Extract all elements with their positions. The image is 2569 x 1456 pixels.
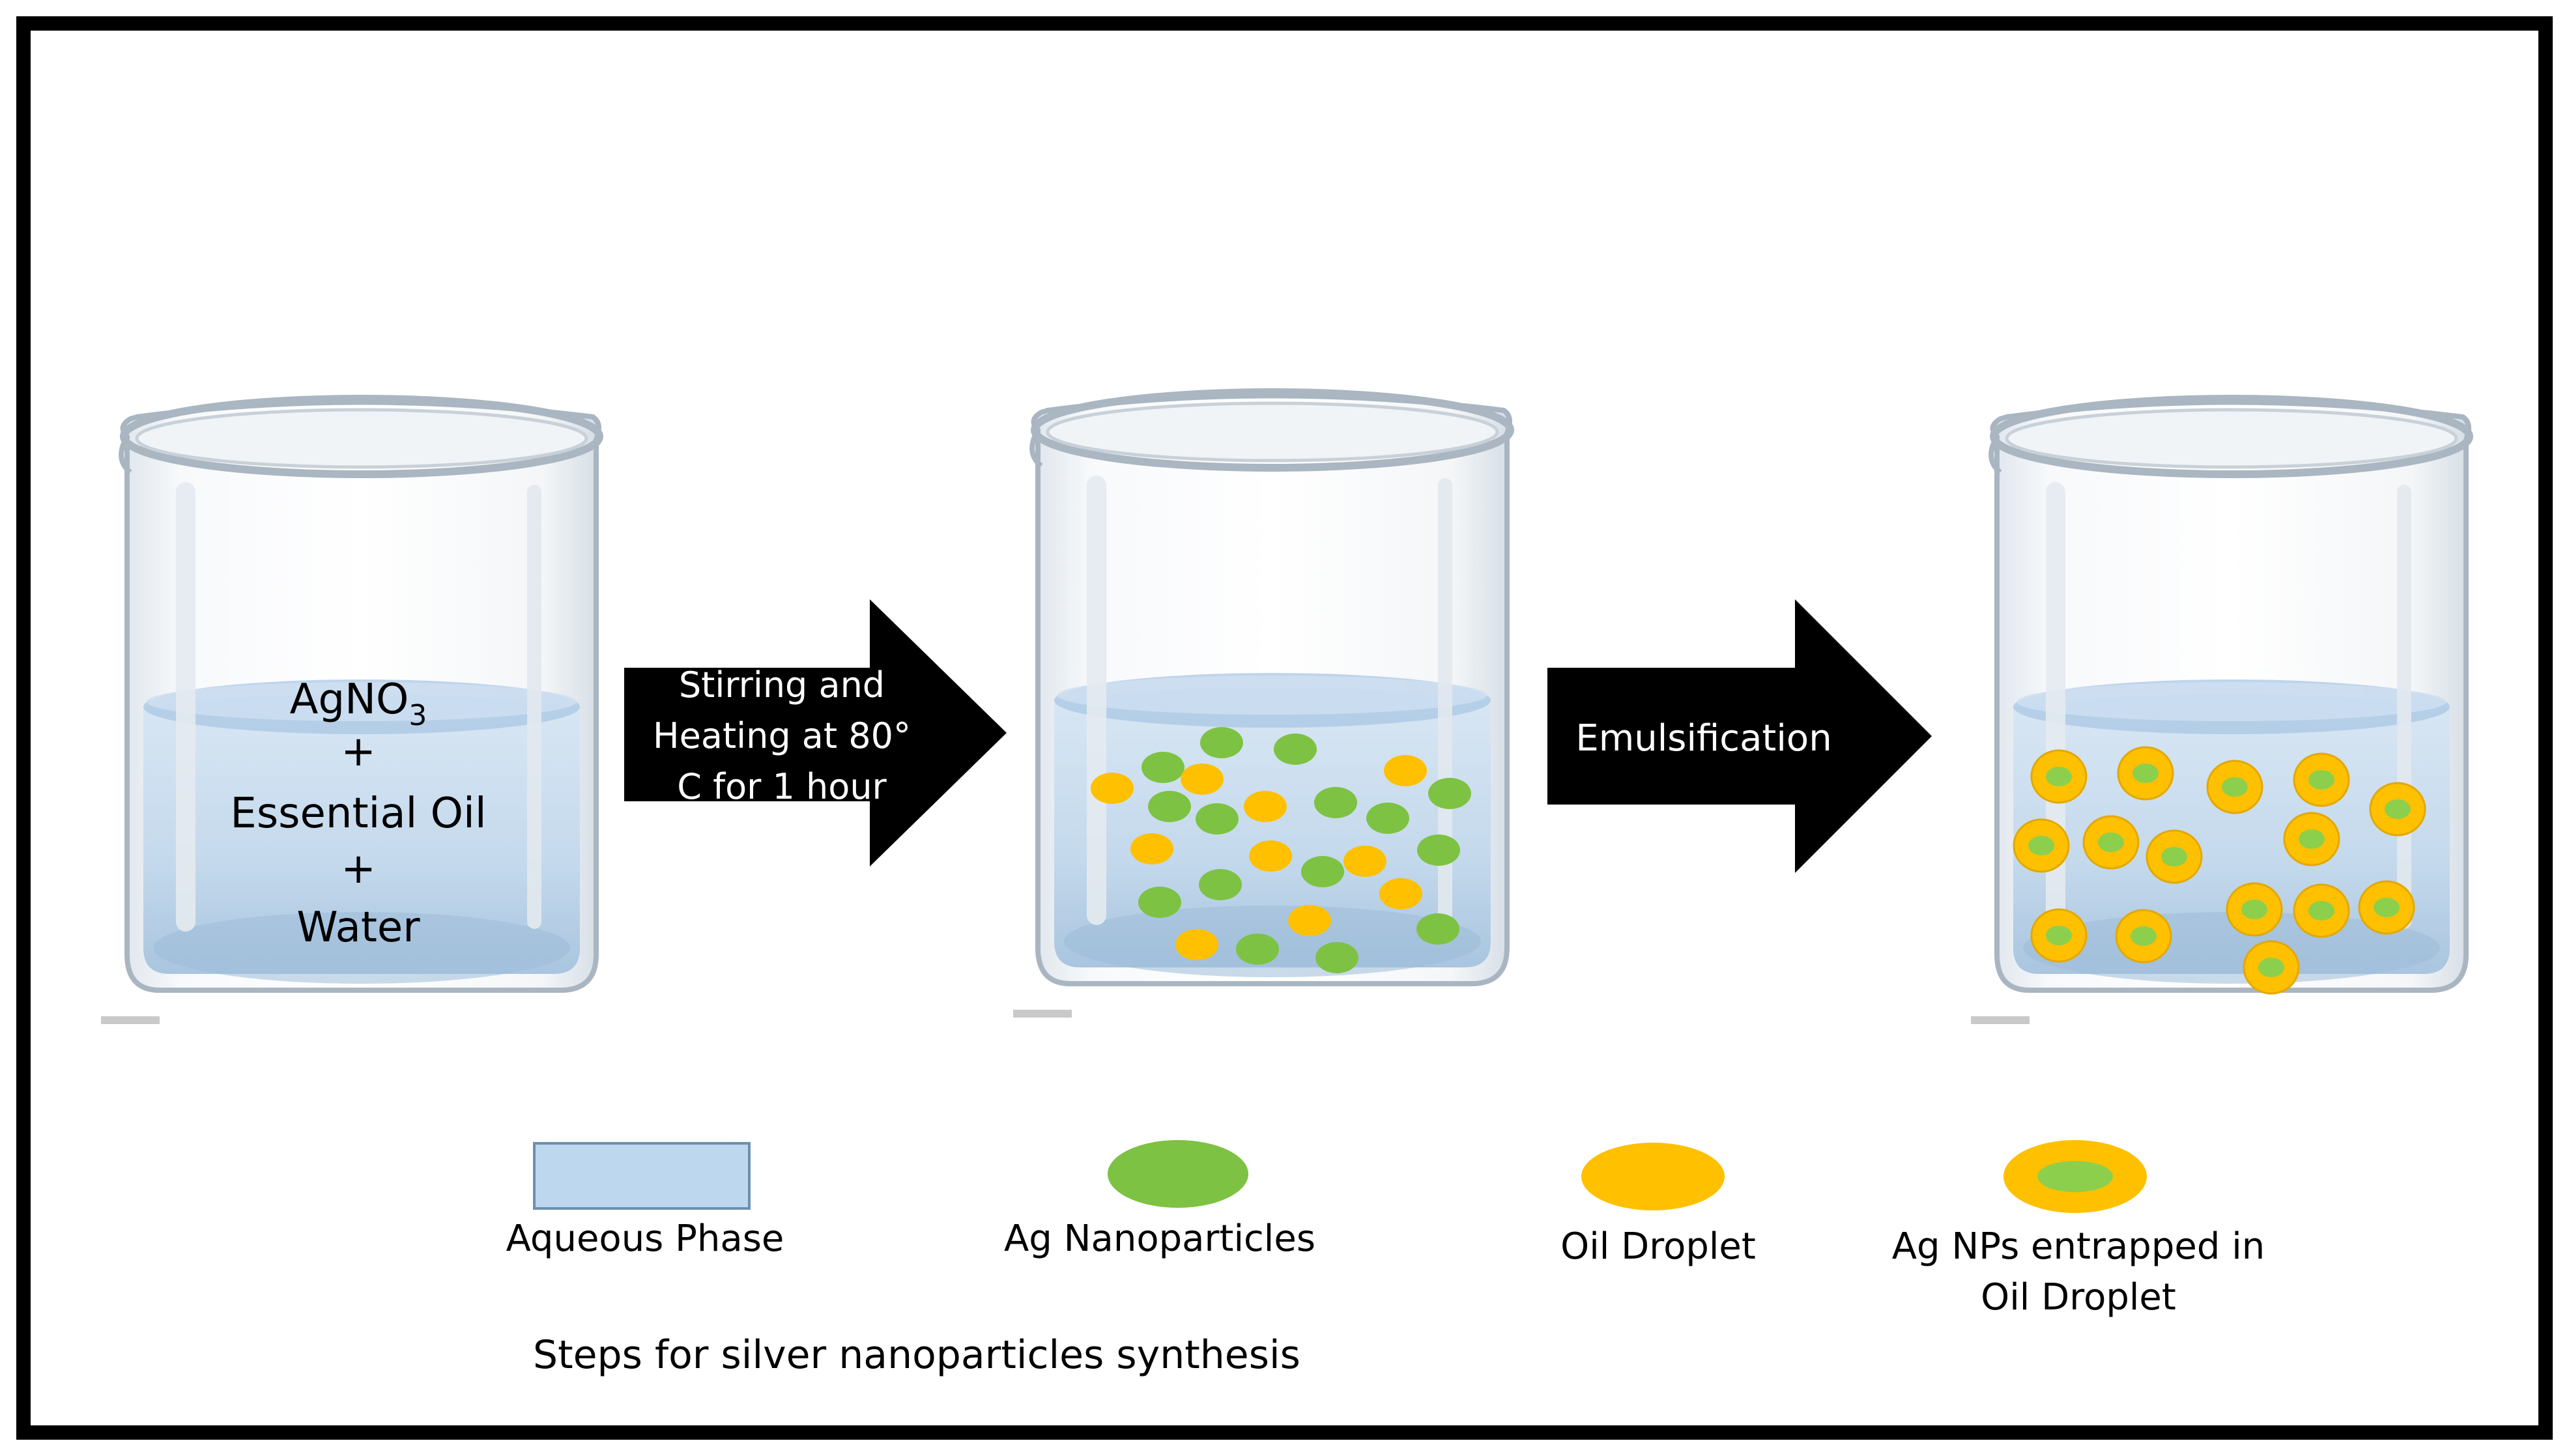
entrapped-droplet <box>2030 749 2088 804</box>
entrapped-droplet <box>2013 818 2070 873</box>
arrow-2 <box>1547 599 1932 873</box>
arrow-1-line-3: C for 1 hour <box>677 766 887 807</box>
ag-nanoparticle <box>1366 803 1409 834</box>
entrapped-droplet <box>2369 782 2426 836</box>
oil-droplet <box>1130 833 1173 864</box>
oil-droplet <box>1244 791 1287 822</box>
ag-nanoparticle <box>1314 787 1357 818</box>
ag-nanoparticle <box>1141 752 1184 783</box>
ag-nanoparticle <box>1199 869 1242 900</box>
water-label: Water <box>296 904 420 952</box>
entrapped-droplet <box>2082 815 2140 870</box>
beaker-1-scale-mark <box>101 1016 160 1024</box>
arrow-1 <box>624 599 1007 866</box>
oil-droplet <box>1384 755 1427 786</box>
legend-ag-label: Ag Nanoparticles <box>1004 1218 1315 1260</box>
arrow-2-label: Emulsification <box>1575 717 1831 760</box>
formula-agno: AgNO <box>290 676 409 724</box>
legend-oil-swatch <box>1581 1143 1725 1210</box>
oil-droplet <box>1343 846 1386 877</box>
ag-nanoparticle <box>1417 835 1460 866</box>
entrapped-droplet <box>2226 882 2283 937</box>
entrapped-droplet <box>2117 746 2174 801</box>
entrapped-droplet <box>2115 909 2172 964</box>
beaker-3-particles <box>2013 746 2426 995</box>
oil-droplet <box>1181 764 1224 795</box>
beaker-2 <box>1032 392 1510 984</box>
ag-nanoparticle <box>1416 913 1459 945</box>
ag-nanoparticle <box>1428 778 1471 809</box>
oil-droplet <box>1288 905 1331 936</box>
ag-nanoparticle <box>1301 856 1344 887</box>
oil-droplet <box>1091 773 1134 804</box>
legend-ag-swatch <box>1108 1140 1248 1208</box>
ag-nanoparticle <box>1138 887 1181 918</box>
legend-aqueous-label: Aqueous Phase <box>506 1218 784 1260</box>
beaker-2-particles <box>1091 727 1471 973</box>
beaker-3-scale-mark <box>1971 1016 2030 1024</box>
entrapped-droplet <box>2206 760 2263 814</box>
oil-droplet <box>1175 929 1218 960</box>
beaker-2-scale-mark <box>1013 1010 1072 1018</box>
arrow-1-line-2: Heating at 80° <box>653 715 911 756</box>
entrapped-droplet <box>2283 812 2340 866</box>
arrow-1-line-1: Stirring and <box>679 664 885 706</box>
formula-subscript: 3 <box>409 699 427 732</box>
entrapped-droplet <box>2146 829 2203 884</box>
entrapped-droplet <box>2293 883 2350 938</box>
arrow-1-text: Stirring and Heating at 80° C for 1 hour <box>653 664 911 807</box>
ag-nanoparticle <box>1196 803 1239 835</box>
ag-nanoparticle <box>1148 791 1191 822</box>
ag-nanoparticle <box>1236 934 1279 965</box>
legend-entrapped-label-line-1: Ag NPs entrapped in <box>1892 1225 2265 1268</box>
entrapped-droplet <box>2243 940 2300 995</box>
svg-text:AgNO3: AgNO3 <box>290 676 427 732</box>
oil-droplet <box>1379 878 1422 909</box>
figure-caption: Steps for silver nanoparticles synthesis <box>533 1332 1300 1378</box>
plus-sign-1: + <box>341 728 376 776</box>
beaker-1-contents: AgNO3 + Essential Oil + Water <box>230 676 486 952</box>
ag-nanoparticle <box>1200 727 1243 758</box>
oil-droplet <box>1249 840 1292 872</box>
essential-oil-label: Essential Oil <box>230 790 486 838</box>
legend-oil-label: Oil Droplet <box>1560 1225 1756 1268</box>
legend-aqueous-swatch <box>533 1142 751 1210</box>
entrapped-droplet <box>2293 752 2350 807</box>
legend-entrapped-label-line-2: Oil Droplet <box>1981 1276 2176 1319</box>
plus-sign-2: + <box>341 845 376 893</box>
legend-entrapped-swatch <box>2003 1140 2147 1213</box>
ag-nanoparticle <box>1315 942 1358 973</box>
entrapped-droplet <box>2358 880 2415 935</box>
ag-nanoparticle <box>1274 734 1317 765</box>
entrapped-droplet <box>2030 908 2088 963</box>
